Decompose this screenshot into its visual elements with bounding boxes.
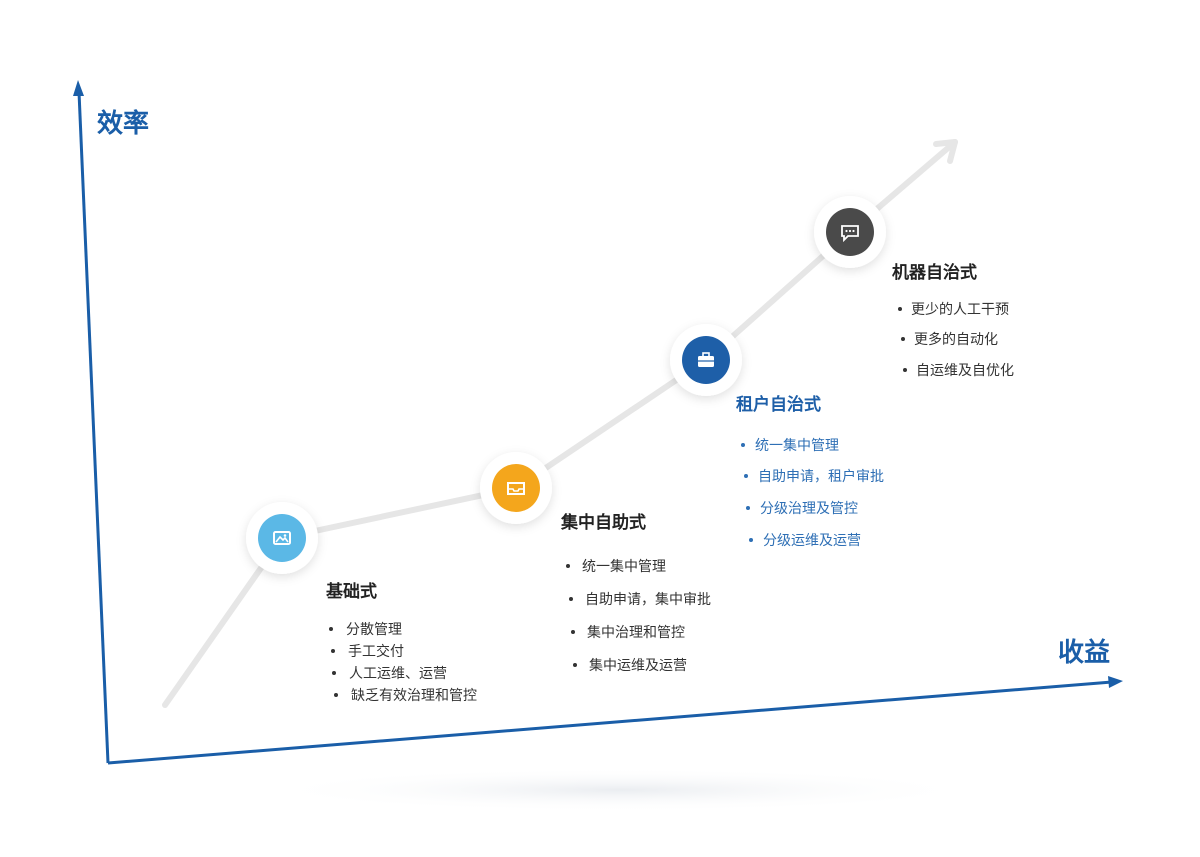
stage-centralized-bullet: 统一集中管理 [582,558,666,575]
stage-tenant-bullet: 分级运维及运营 [763,533,861,549]
stage-centralized: 集中自助式 统一集中管理 自助申请，集中审批 集中治理和管控 集中运维及运营 [480,452,711,674]
stage-tenant: 租户自治式 统一集中管理 自助申请，租户审批 分级治理及管控 分级运维及运营 [670,324,884,549]
briefcase-icon [698,352,714,367]
x-axis-arrowhead [1108,676,1123,688]
stage-basic-title: 基础式 [325,581,377,602]
floor-shadow [260,768,980,812]
y-axis-line [77,91,110,764]
inbox-icon [507,482,525,495]
x-axis-title: 收益 [1058,638,1110,668]
image-icon [273,531,291,545]
axes [73,80,1123,765]
stage-machine-bullet: 自运维及自优化 [916,363,1014,379]
stage-centralized-bullets: 统一集中管理 自助申请，集中审批 集中治理和管控 集中运维及运营 [566,558,711,674]
stage-basic-bullet: 手工交付 [348,643,404,660]
stage-tenant-bullet: 统一集中管理 [755,437,839,454]
stage-basic-bullet: 分散管理 [346,622,402,638]
stage-centralized-node [492,464,540,512]
stage-machine-bullet: 更少的人工干预 [911,302,1009,318]
stage-centralized-bullet: 自助申请，集中审批 [585,591,711,608]
stage-centralized-bullet: 集中运维及运营 [589,657,687,674]
chat-icon [841,225,859,243]
growth-path-arrowhead [933,139,958,164]
y-axis-title: 效率 [97,108,149,139]
stage-basic-bullets: 分散管理 手工交付 人工运维、运营 缺乏有效治理和管控 [329,622,477,704]
stage-basic-bullet: 人工运维、运营 [349,666,447,682]
stage-machine-bullet: 更多的自动化 [914,331,998,348]
y-axis-arrowhead [73,80,84,96]
stage-basic-bullet: 缺乏有效治理和管控 [351,688,477,704]
stage-centralized-title: 集中自助式 [560,512,646,533]
stage-tenant-bullet: 自助申请，租户审批 [758,468,884,485]
stage-centralized-bullet: 集中治理和管控 [587,624,685,641]
stage-machine: 机器自治式 更少的人工干预 更多的自动化 自运维及自优化 [814,196,1014,379]
stage-basic: 基础式 分散管理 手工交付 人工运维、运营 缺乏有效治理和管控 [246,502,477,704]
stage-tenant-bullet: 分级治理及管控 [760,501,858,517]
stage-machine-bullets: 更少的人工干预 更多的自动化 自运维及自优化 [898,302,1014,379]
x-axis-line [107,680,1113,765]
stage-tenant-bullets: 统一集中管理 自助申请，租户审批 分级治理及管控 分级运维及运营 [741,437,884,549]
stage-machine-title: 机器自治式 [892,262,977,283]
stage-tenant-title: 租户自治式 [736,394,821,415]
